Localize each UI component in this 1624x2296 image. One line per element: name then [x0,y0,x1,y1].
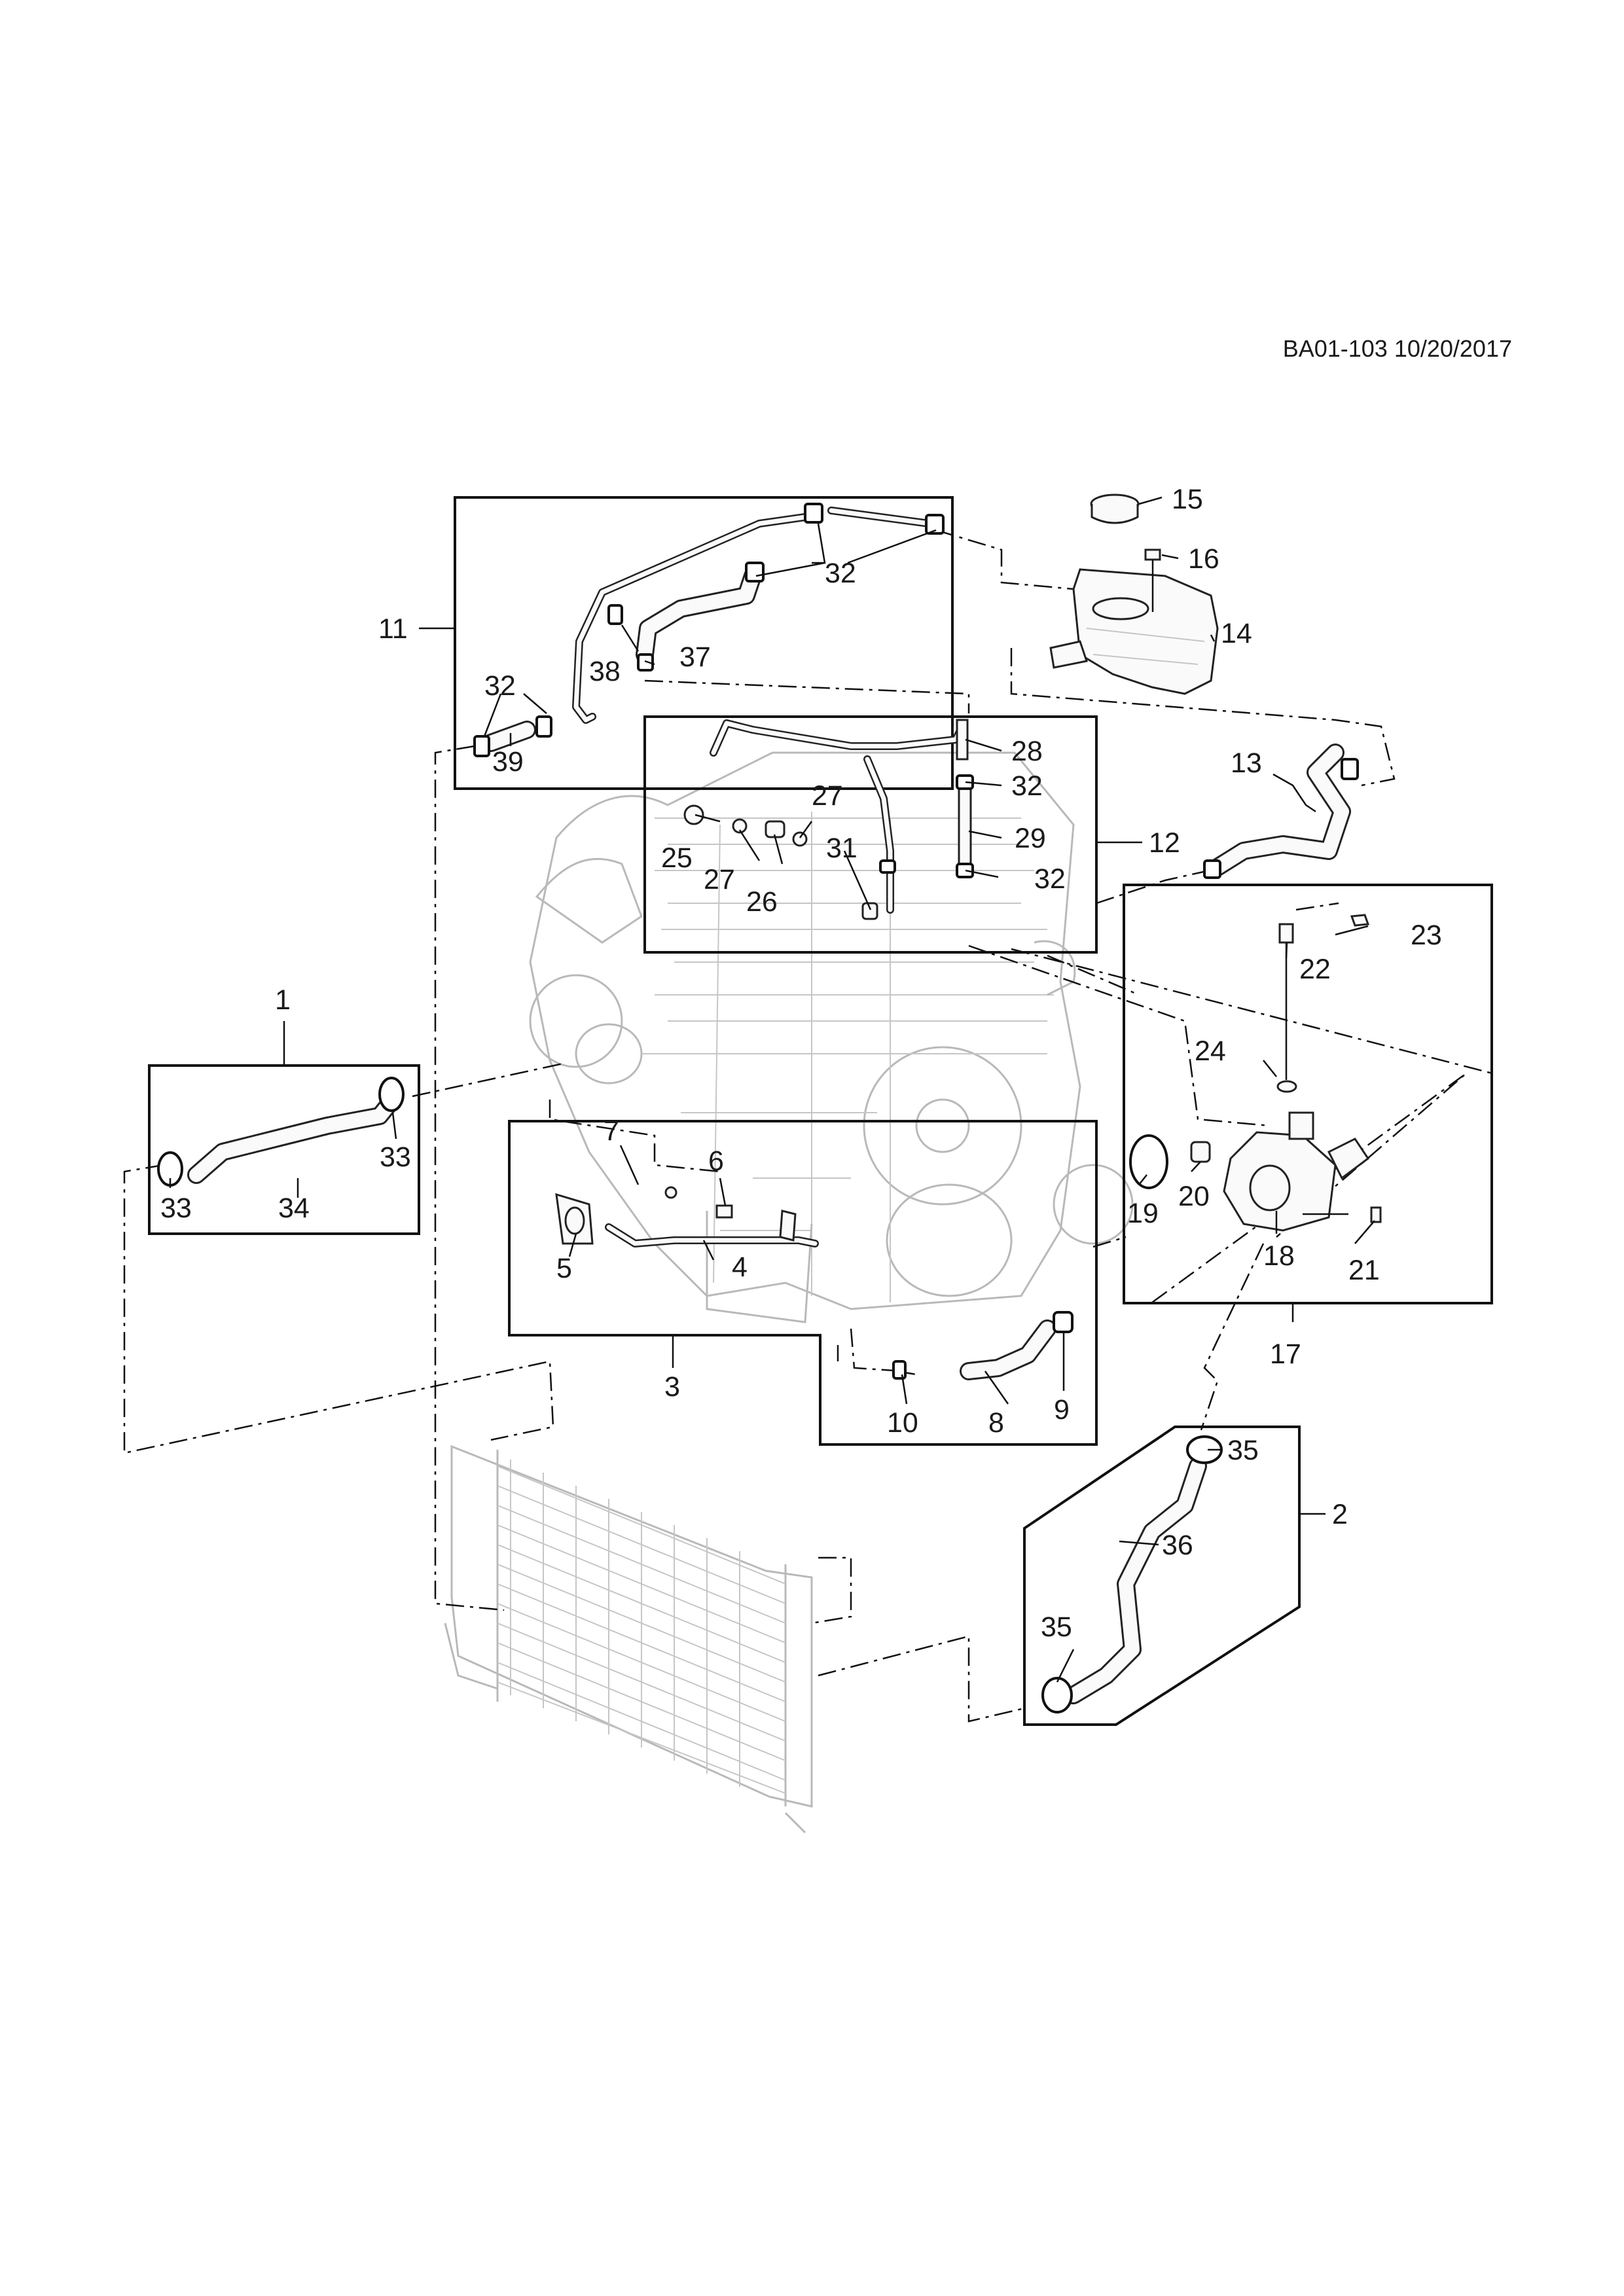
callout-21: 21 [1348,1255,1380,1286]
flow-lines [123,529,1493,1723]
callout-35a: 35 [1227,1435,1259,1466]
callout-4: 4 [732,1251,748,1283]
callout-10: 10 [887,1407,918,1439]
callout-22: 22 [1299,954,1331,985]
callout-1: 1 [275,984,291,1016]
callout-14: 14 [1221,618,1252,649]
box-3 [508,1120,1098,1446]
expansion-tank [1049,568,1219,695]
callout-7: 7 [604,1115,619,1147]
callout-8: 8 [988,1407,1004,1439]
callout-32a: 32 [825,558,856,589]
callout-33b: 33 [380,1141,411,1173]
lower-hose-short [892,1311,1074,1380]
callout-38: 38 [589,656,621,687]
callout-36: 36 [1162,1530,1193,1561]
callout-labels: 1 2 3 4 5 6 7 8 9 10 11 12 13 14 15 16 1… [160,484,1442,1643]
callout-27a: 27 [812,780,843,812]
engine-ghost [529,751,1134,1323]
diagram-reference-code: BA01-103 10/20/2017 [1283,335,1512,362]
radiator-outlet-hose [1041,1435,1223,1713]
callout-24: 24 [1195,1035,1226,1067]
callout-32c: 32 [1011,770,1043,802]
box-2 [1023,1426,1301,1726]
callout-5: 5 [556,1253,572,1284]
callout-12: 12 [1149,827,1180,859]
callout-18: 18 [1263,1240,1295,1272]
callout-11: 11 [378,613,408,645]
callout-35b: 35 [1041,1611,1072,1643]
group-boxes [148,496,1493,1726]
callout-2: 2 [1332,1499,1348,1530]
box-12 [643,715,1098,954]
thermostat-housing [1129,914,1382,1232]
callout-9: 9 [1054,1394,1070,1426]
heater-hose [157,1077,405,1187]
callout-32b: 32 [484,670,516,702]
callout-29: 29 [1015,823,1046,854]
box-17 [1123,884,1493,1304]
callout-25: 25 [661,842,693,874]
callout-17: 17 [1270,1338,1301,1370]
callout-31: 31 [826,833,857,864]
surge-hose [1203,744,1359,879]
callout-16: 16 [1188,543,1219,575]
leader-lines [169,496,1375,1683]
callout-39: 39 [492,746,524,778]
callout-34: 34 [278,1193,310,1224]
callout-28: 28 [1011,736,1043,767]
bypass-pipes [683,719,974,920]
callout-13: 13 [1231,747,1262,779]
outlet-pipe [555,1186,819,1247]
callout-37: 37 [679,641,711,673]
callout-6: 6 [708,1145,724,1177]
callout-27b: 27 [704,864,735,895]
callout-15: 15 [1172,484,1203,515]
pressure-cap [1090,493,1140,524]
callout-3: 3 [664,1371,680,1403]
callout-23: 23 [1411,920,1442,951]
callout-33a: 33 [160,1193,192,1224]
vent-pipes [473,503,945,757]
tank-bolt [1144,548,1161,612]
callout-26: 26 [746,886,778,918]
radiator-ghost [444,1444,813,1834]
callout-20: 20 [1178,1181,1210,1212]
box-11 [454,496,954,790]
callout-32d: 32 [1034,863,1066,895]
callout-19: 19 [1127,1198,1159,1229]
